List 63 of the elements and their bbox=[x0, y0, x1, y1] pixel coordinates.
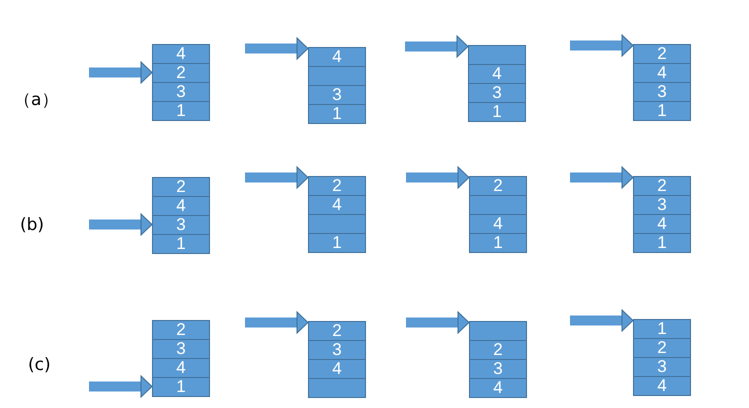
pointer-arrow bbox=[570, 310, 634, 332]
array-cell: 1 bbox=[152, 377, 210, 397]
array-cell: 2 bbox=[152, 177, 210, 197]
array-cell: 4 bbox=[633, 214, 691, 234]
pointer-arrow bbox=[406, 166, 470, 188]
array-cell: 2 bbox=[469, 176, 527, 196]
array-cell: 1 bbox=[469, 233, 527, 253]
array-cell: 3 bbox=[633, 357, 691, 377]
array-cell: 2 bbox=[152, 63, 210, 83]
array-cell: 3 bbox=[633, 195, 691, 215]
array-cell: 3 bbox=[308, 85, 366, 105]
array-cell: 1 bbox=[633, 233, 691, 253]
array-cell: 2 bbox=[469, 340, 527, 360]
array-cell: 2 bbox=[308, 321, 366, 341]
array-cell: 1 bbox=[633, 319, 691, 339]
array-cell: 1 bbox=[308, 233, 366, 253]
array-cell: 3 bbox=[152, 82, 210, 102]
subfigure-label: (b) bbox=[20, 215, 44, 235]
empty-array-cell bbox=[308, 66, 366, 86]
array-cell: 2 bbox=[308, 176, 366, 196]
empty-array-cell bbox=[469, 195, 527, 215]
pointer-arrow bbox=[89, 376, 152, 398]
pointer-arrow bbox=[245, 166, 308, 188]
empty-array-cell bbox=[468, 45, 526, 65]
array-cell: 3 bbox=[468, 83, 526, 103]
array-cell: 4 bbox=[308, 359, 366, 379]
array-cell: 4 bbox=[633, 376, 691, 396]
pointer-arrow bbox=[570, 166, 634, 188]
empty-array-cell bbox=[469, 321, 527, 341]
empty-array-cell bbox=[308, 378, 366, 398]
array-cell: 4 bbox=[469, 378, 527, 398]
array-cell: 4 bbox=[152, 44, 210, 64]
array-cell: 1 bbox=[633, 101, 691, 121]
pointer-arrow bbox=[89, 214, 152, 236]
pointer-arrow bbox=[89, 62, 152, 84]
array-cell: 1 bbox=[152, 101, 210, 121]
array-cell: 2 bbox=[633, 176, 691, 196]
empty-array-cell bbox=[308, 214, 366, 234]
array-cell: 1 bbox=[308, 104, 366, 124]
array-cell: 3 bbox=[152, 215, 210, 235]
array-cell: 2 bbox=[633, 44, 691, 64]
array-cell: 1 bbox=[468, 102, 526, 122]
subfigure-label: （a） bbox=[14, 90, 58, 110]
array-cell: 3 bbox=[308, 340, 366, 360]
array-cell: 4 bbox=[308, 195, 366, 215]
pointer-arrow bbox=[406, 312, 470, 334]
pointer-arrow bbox=[245, 38, 308, 60]
array-cell: 4 bbox=[469, 214, 527, 234]
array-cell: 4 bbox=[152, 196, 210, 216]
array-cell: 4 bbox=[468, 64, 526, 84]
array-cell: 2 bbox=[152, 320, 210, 340]
array-cell: 3 bbox=[469, 359, 527, 379]
array-cell: 2 bbox=[633, 338, 691, 358]
array-cell: 4 bbox=[308, 47, 366, 67]
array-cell: 4 bbox=[633, 63, 691, 83]
array-cell: 3 bbox=[633, 82, 691, 102]
subfigure-label: (c) bbox=[28, 355, 51, 375]
array-cell: 4 bbox=[152, 358, 210, 378]
pointer-arrow bbox=[570, 34, 634, 56]
pointer-arrow bbox=[405, 36, 468, 58]
array-cell: 1 bbox=[152, 234, 210, 254]
array-cell: 3 bbox=[152, 339, 210, 359]
pointer-arrow bbox=[245, 312, 308, 334]
